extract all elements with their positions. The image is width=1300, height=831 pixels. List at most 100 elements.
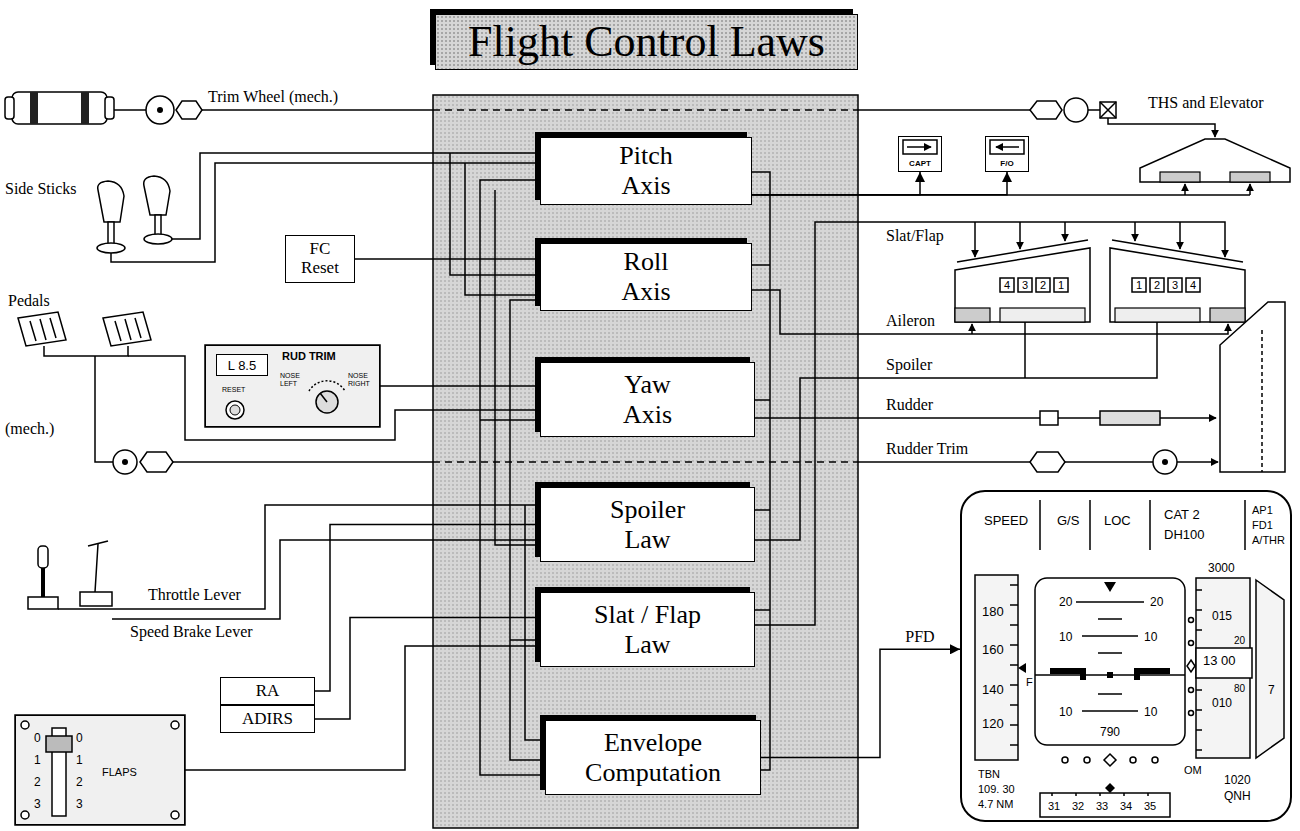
deviation-dot: [1152, 757, 1158, 763]
speed-brake-shaft: [95, 544, 98, 592]
connector: [315, 618, 540, 720]
flap: [1000, 308, 1085, 322]
pulley: [1153, 450, 1177, 474]
detent-number: 2: [34, 776, 41, 790]
mechanical-link: [95, 356, 113, 462]
ths-drive-line: [1108, 118, 1215, 137]
control-law-box: Pitch Axis: [540, 137, 752, 205]
connector: [761, 649, 960, 757]
display-text: 160: [982, 643, 1004, 658]
control-law-box: Envelope Computation: [545, 720, 761, 795]
pulley: [113, 450, 137, 474]
cable-fitting: [1030, 452, 1065, 472]
deviation-diamond: [1187, 660, 1195, 672]
aileron: [955, 308, 990, 322]
aircraft-symbol: [1107, 672, 1113, 678]
indicator-arrow: [907, 146, 931, 148]
pulley-axle: [122, 459, 128, 465]
panel-screw: [171, 721, 179, 729]
display-text: 31: [1048, 800, 1060, 813]
display-text: 7: [1268, 684, 1275, 698]
rudder-hinge: [1261, 330, 1263, 472]
pitch-output-wire: [1249, 184, 1251, 195]
box-label: Slat / Flap Law: [573, 600, 723, 660]
display-text: CAT 2: [1164, 508, 1200, 523]
rudder-pedal: [18, 312, 66, 346]
pulley: [146, 96, 174, 124]
pedal-linkage: [44, 346, 128, 356]
part-label: Rudder: [886, 396, 933, 414]
detent-number: 1: [76, 754, 83, 768]
pitch-ladder: [1076, 602, 1144, 711]
mechanical-link: [858, 461, 1030, 463]
display-text: A/THR: [1252, 534, 1285, 547]
control-law-panel: [433, 95, 858, 828]
deviation-dot: [1189, 618, 1194, 623]
mechanical-link: [858, 109, 1030, 111]
box-label: RA: [256, 682, 280, 701]
pulley-axle: [157, 107, 163, 113]
mechanical-link: [202, 109, 433, 111]
detent-number: 0: [34, 732, 41, 746]
slat-flap-command: [974, 222, 976, 257]
slat: [1112, 240, 1243, 262]
knob-pointer: [320, 393, 327, 402]
slat: [957, 240, 1088, 262]
part-label: Rudder Trim: [886, 440, 968, 458]
spoiler-panel: [1186, 278, 1200, 292]
aircraft-symbol: [1134, 668, 1170, 680]
attitude-indicator: [1035, 578, 1185, 745]
rudder-command: [1058, 417, 1100, 419]
panel-title: FLAPS: [102, 766, 137, 779]
scale-label: NOSE LEFT: [280, 372, 304, 388]
summing-cross: [1100, 102, 1116, 118]
display-text: 140: [982, 683, 1004, 698]
box-label: Roll Axis: [606, 247, 686, 307]
spoiler-number: 2: [1036, 279, 1050, 291]
panel-title: RUD TRIM: [282, 350, 336, 363]
mechanical-link: [433, 461, 858, 463]
trim-indicator: F/O: [985, 136, 1029, 172]
trim-wheel-hub: [5, 97, 14, 119]
connector: [355, 258, 540, 260]
roll-index: [1104, 582, 1116, 592]
slat-flap-command: [1134, 222, 1136, 241]
display-text: FD1: [1252, 519, 1273, 532]
display-text: 4.7 NM: [978, 798, 1013, 811]
rudder-trim-link: [1177, 461, 1218, 463]
fma-separator: [1040, 500, 1245, 550]
primary-flight-display: SPEEDG/SLOCCAT 2DH100AP1FD1A/THR18016014…: [960, 490, 1292, 822]
connector: [380, 385, 540, 387]
heading-index: [1105, 783, 1115, 793]
slat-flap-command: [1179, 222, 1181, 249]
box-label: F/O: [1000, 160, 1013, 168]
display-text: 35: [1144, 800, 1156, 813]
display-text: SPEED: [984, 514, 1028, 529]
deviation-dot: [1189, 641, 1194, 646]
pedal-grip: [30, 318, 56, 341]
deviation-dot: [1189, 711, 1194, 716]
speed-brake-base: [80, 592, 112, 606]
speed-ticks: [1010, 585, 1018, 745]
rudder-trim-panel: RUD TRIMRESETNOSE LEFTNOSE RIGHTL 8.5: [205, 345, 380, 427]
cable-fitting: [1030, 101, 1062, 119]
rudder-command: [1160, 417, 1216, 419]
reset-box: FC Reset: [285, 235, 355, 283]
trim-wheel: [12, 92, 107, 124]
part-label: Pedals: [8, 292, 50, 310]
deviation-dot: [1189, 688, 1194, 693]
spoiler-number: 2: [1150, 279, 1164, 291]
control-law-box: Roll Axis: [540, 243, 752, 311]
speed-tape: [975, 575, 1018, 760]
display-text: 10: [1144, 706, 1157, 720]
elevator: [1230, 172, 1270, 182]
part-label: Trim Wheel (mech.): [208, 88, 338, 106]
spoiler-number: 3: [1018, 279, 1032, 291]
spoiler-panel: [1000, 278, 1014, 292]
panel-screw: [21, 721, 29, 729]
throttle-base: [28, 597, 58, 609]
deviation-dot: [1062, 757, 1068, 763]
detent-number: 2: [76, 776, 83, 790]
display-text: DH100: [1164, 528, 1204, 543]
